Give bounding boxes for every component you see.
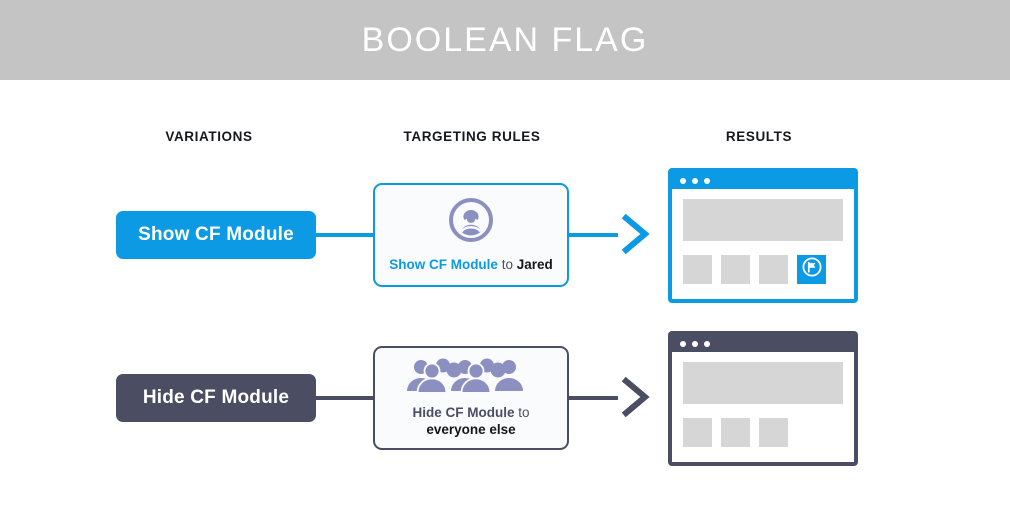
browser-dot-icon — [680, 177, 686, 184]
rule-audience-label-row2: everyone else — [426, 422, 516, 437]
column-header-results: RESULTS — [725, 129, 793, 144]
content-hero-placeholder — [683, 362, 843, 404]
variation-pill-show-cf-module[interactable]: Show CF Module — [116, 211, 316, 259]
arrow-right-row1 — [612, 212, 656, 261]
connector-rule-to-result-row2 — [566, 396, 618, 400]
column-header-targeting-rules: TARGETING RULES — [403, 129, 541, 144]
page-header: BOOLEAN FLAG — [0, 0, 1010, 80]
content-tile-placeholder — [721, 255, 750, 284]
targeting-rule-card-row2[interactable]: Hide CF Module to everyone else — [373, 346, 569, 450]
content-tile-placeholder — [683, 418, 712, 447]
connector-rule-to-result-row1 — [566, 233, 618, 237]
content-tile-group-row2 — [683, 418, 843, 447]
browser-titlebar-row1 — [672, 172, 854, 189]
rule-action-label-row2: Hide CF Module — [412, 405, 515, 420]
connector-pill-to-rule-row1 — [312, 233, 378, 237]
targeting-rule-card-row1[interactable]: Show CF Module to Jared — [373, 183, 569, 287]
rule-connector-label-row1: to — [501, 257, 513, 272]
browser-content-row2 — [672, 352, 854, 462]
browser-dot-icon — [692, 177, 698, 184]
connector-pill-to-rule-row2 — [312, 396, 378, 400]
content-tile-placeholder — [683, 255, 712, 284]
arrow-right-row2 — [612, 375, 656, 424]
variation-pill-label: Hide CF Module — [142, 387, 290, 408]
group-of-people-icon — [403, 358, 539, 397]
result-browser-row2[interactable] — [668, 331, 858, 466]
browser-dot-icon — [692, 340, 698, 347]
browser-titlebar-row2 — [672, 335, 854, 352]
browser-content-row1 — [672, 189, 854, 299]
browser-dot-icon — [704, 177, 710, 184]
content-tile-placeholder — [759, 255, 788, 284]
result-browser-row1[interactable] — [668, 168, 858, 303]
rule-action-label-row1: Show CF Module — [389, 257, 498, 272]
content-hero-placeholder — [683, 199, 843, 241]
rule-audience-label-row1: Jared — [516, 257, 553, 272]
rule-connector-label-row2: to — [518, 405, 530, 420]
content-tile-group-row1 — [683, 255, 843, 284]
variation-pill-label: Show CF Module — [138, 224, 294, 245]
cf-flag-icon — [801, 256, 823, 283]
browser-dot-icon — [680, 340, 686, 347]
single-person-icon — [448, 197, 494, 248]
content-tile-placeholder — [721, 418, 750, 447]
column-header-variations: VARIATIONS — [165, 129, 253, 144]
browser-dot-icon — [704, 340, 710, 347]
variation-pill-hide-cf-module[interactable]: Hide CF Module — [116, 374, 316, 422]
targeting-rule-text-row1: Show CF Module to Jared — [389, 256, 553, 273]
targeting-rule-text-row2: Hide CF Module to everyone else — [412, 404, 529, 438]
page-title: BOOLEAN FLAG — [361, 21, 649, 59]
content-tile-placeholder — [759, 418, 788, 447]
cf-module-tile[interactable] — [797, 255, 826, 284]
